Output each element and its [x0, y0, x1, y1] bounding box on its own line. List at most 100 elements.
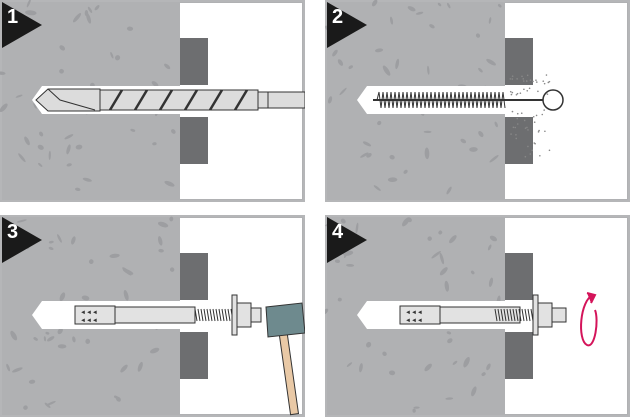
aggregate-speck	[137, 361, 143, 372]
bolt-end	[551, 307, 567, 323]
aggregate-speck	[23, 405, 28, 410]
fixture-upper	[180, 253, 208, 300]
aggregate-speck	[164, 180, 175, 187]
aggregate-speck	[447, 338, 453, 344]
dust-particle	[516, 92, 519, 95]
aggregate-speck	[494, 121, 498, 128]
aggregate-speck	[438, 230, 443, 235]
dust-particle	[535, 79, 537, 81]
aggregate-speck	[59, 292, 66, 302]
clip-teeth: ◄◄◄	[405, 310, 423, 316]
dust-particle	[546, 93, 549, 95]
dust-particle	[515, 137, 518, 140]
dust-particle	[525, 80, 528, 83]
dust-particle	[520, 112, 523, 115]
dust-particle	[529, 153, 532, 155]
dust-particle	[521, 75, 523, 78]
aggregate-speck	[158, 248, 164, 253]
aggregate-speck	[439, 252, 445, 265]
aggregate-speck	[88, 259, 94, 264]
step-3-panel: ◄◄◄◄◄◄ 3	[0, 215, 305, 417]
dust-particle	[542, 80, 545, 82]
aggregate-speck	[12, 367, 23, 373]
aggregate-speck	[334, 259, 341, 264]
aggregate-speck	[169, 216, 174, 222]
dust-particle	[527, 145, 529, 148]
aggregate-speck	[382, 65, 391, 76]
aggregate-speck	[389, 154, 395, 160]
aggregate-speck	[470, 270, 475, 275]
dust-particle	[524, 127, 527, 129]
aggregate-speck	[59, 45, 66, 51]
cleaning-brush	[373, 89, 564, 111]
drill-bit	[35, 88, 305, 112]
nut	[537, 302, 553, 328]
aggregate-speck	[75, 187, 81, 192]
aggregate-speck	[33, 102, 37, 109]
dust-particle	[524, 155, 527, 158]
dust-particle	[539, 154, 541, 157]
aggregate-speck	[6, 363, 11, 372]
aggregate-speck	[66, 163, 72, 167]
dust-particle	[531, 149, 534, 152]
aggregate-speck	[413, 406, 420, 409]
aggregate-speck	[152, 142, 157, 146]
aggregate-speck	[87, 6, 93, 13]
aggregate-speck	[44, 402, 51, 408]
aggregate-speck	[415, 11, 424, 15]
aggregate-speck	[424, 363, 432, 372]
aggregate-speck	[346, 362, 353, 367]
aggregate-speck	[82, 177, 92, 182]
aggregate-speck	[57, 328, 63, 335]
aggregate-speck	[478, 131, 484, 138]
fixture-lower	[180, 117, 208, 164]
dust-particle	[535, 114, 538, 117]
step-badge	[2, 217, 42, 263]
aggregate-speck	[126, 26, 134, 31]
aggregate-speck	[39, 131, 44, 137]
dust-particle	[522, 80, 525, 82]
step-number: 4	[332, 221, 344, 243]
aggregate-speck	[389, 370, 396, 376]
dust-particle	[516, 112, 519, 115]
aggregate-speck	[120, 364, 128, 373]
aggregate-speck	[489, 155, 499, 163]
aggregate-speck	[389, 16, 394, 25]
aggregate-speck	[164, 63, 171, 70]
aggregate-speck	[488, 17, 492, 24]
dust-particle	[519, 92, 522, 94]
aggregate-speck	[395, 58, 400, 70]
anchor-bolt: ◄◄◄◄◄◄	[399, 294, 567, 336]
aggregate-speck	[66, 144, 71, 155]
dust-particle	[532, 115, 535, 118]
step-badge	[327, 2, 367, 48]
aggregate-speck	[359, 363, 363, 373]
dust-particle	[544, 130, 546, 133]
aggregate-speck	[487, 244, 492, 251]
step-number: 2	[332, 6, 344, 28]
aggregate-speck	[171, 129, 176, 134]
aggregate-speck	[45, 331, 50, 335]
dust-particle	[533, 121, 536, 123]
dust-particle	[537, 90, 539, 93]
dust-particle	[515, 134, 517, 136]
aggregate-speck	[489, 235, 498, 242]
aggregate-speck	[445, 397, 454, 400]
washer	[532, 294, 539, 336]
dust-particle	[511, 110, 514, 113]
aggregate-speck	[48, 240, 54, 244]
aggregate-speck	[486, 58, 497, 66]
aggregate-speck	[360, 152, 369, 158]
aggregate-speck	[488, 277, 494, 287]
aggregate-speck	[109, 253, 120, 258]
dust-particle	[537, 131, 540, 133]
aggregate-speck	[38, 163, 43, 167]
aggregate-speck	[94, 5, 100, 11]
aggregate-speck	[403, 169, 408, 174]
aggregate-speck	[377, 120, 382, 126]
aggregate-speck	[116, 396, 121, 402]
dust-particle	[509, 90, 512, 93]
aggregate-speck	[33, 337, 38, 341]
aggregate-speck	[150, 347, 160, 354]
bolt-end	[250, 307, 262, 323]
